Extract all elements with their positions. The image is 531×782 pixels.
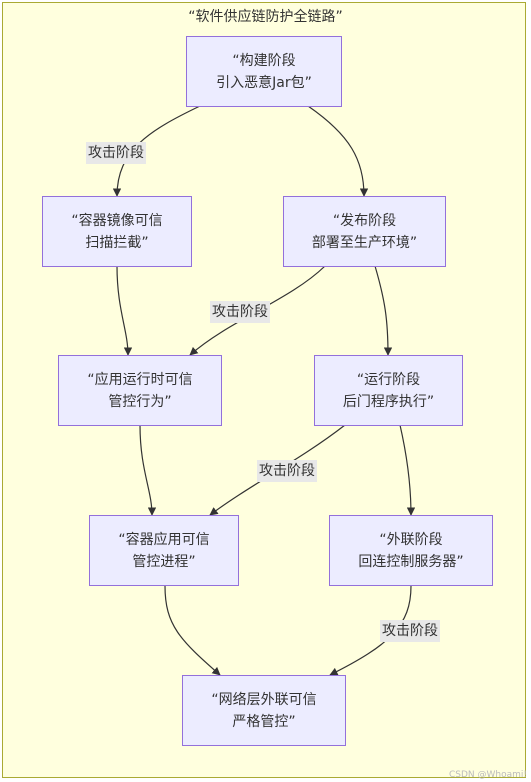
node-run[interactable]: “运行阶段 后门程序执行” xyxy=(314,355,463,426)
node-external[interactable]: “外联阶段 回连控制服务器” xyxy=(329,515,493,586)
edge-release-to-run xyxy=(374,265,393,356)
node-network-control-line2: 严格管控” xyxy=(232,713,296,730)
edge-label-build-to-image-scan: 攻击阶段 xyxy=(86,142,146,164)
node-run-line2: 后门程序执行” xyxy=(342,393,435,410)
node-external-line1: “外联阶段 xyxy=(379,531,443,548)
node-runtime-control[interactable]: “应用运行时可信 管控行为” xyxy=(58,355,222,426)
node-runtime-control-line2: 管控行为” xyxy=(108,393,172,410)
node-release[interactable]: “发布阶段 部署至生产环境” xyxy=(283,196,446,267)
node-release-line2: 部署至生产环境” xyxy=(311,234,418,251)
watermark: CSDN @Whoami! xyxy=(448,770,527,780)
node-build-line2: 引入恶意Jar包” xyxy=(216,74,312,91)
edge-process-control-to-network-control xyxy=(164,585,221,676)
node-network-control[interactable]: “网络层外联可信 严格管控” xyxy=(182,675,346,746)
edge-image-scan-to-runtime-control xyxy=(116,265,133,356)
node-process-control-line2: 管控进程” xyxy=(132,553,196,570)
node-image-scan-line2: 扫描拦截” xyxy=(85,234,149,251)
edge-build-to-release xyxy=(307,105,369,197)
node-build-line1: “构建阶段 xyxy=(232,52,296,69)
node-external-line2: 回连控制服务器” xyxy=(358,553,464,570)
edge-run-to-external xyxy=(399,424,416,516)
node-run-line1: “运行阶段 xyxy=(356,371,421,388)
node-release-line1: “发布阶段 xyxy=(332,212,397,229)
node-network-control-line1: “网络层外联可信 xyxy=(211,691,317,708)
node-build[interactable]: “构建阶段 引入恶意Jar包” xyxy=(186,36,342,107)
edge-label-release-to-runtime-control: 攻击阶段 xyxy=(210,301,270,323)
edge-runtime-control-to-process-control xyxy=(139,424,157,516)
node-image-scan[interactable]: “容器镜像可信 扫描拦截” xyxy=(42,196,192,267)
node-process-control-line1: “容器应用可信 xyxy=(118,531,210,548)
node-runtime-control-line1: “应用运行时可信 xyxy=(87,371,193,388)
diagram-title: “软件供应链防护全链路” xyxy=(188,9,343,25)
node-image-scan-line1: “容器镜像可信 xyxy=(71,212,163,229)
edge-label-external-to-network-control: 攻击阶段 xyxy=(380,620,440,642)
node-process-control[interactable]: “容器应用可信 管控进程” xyxy=(89,515,239,586)
edge-label-run-to-process-control: 攻击阶段 xyxy=(257,460,317,482)
